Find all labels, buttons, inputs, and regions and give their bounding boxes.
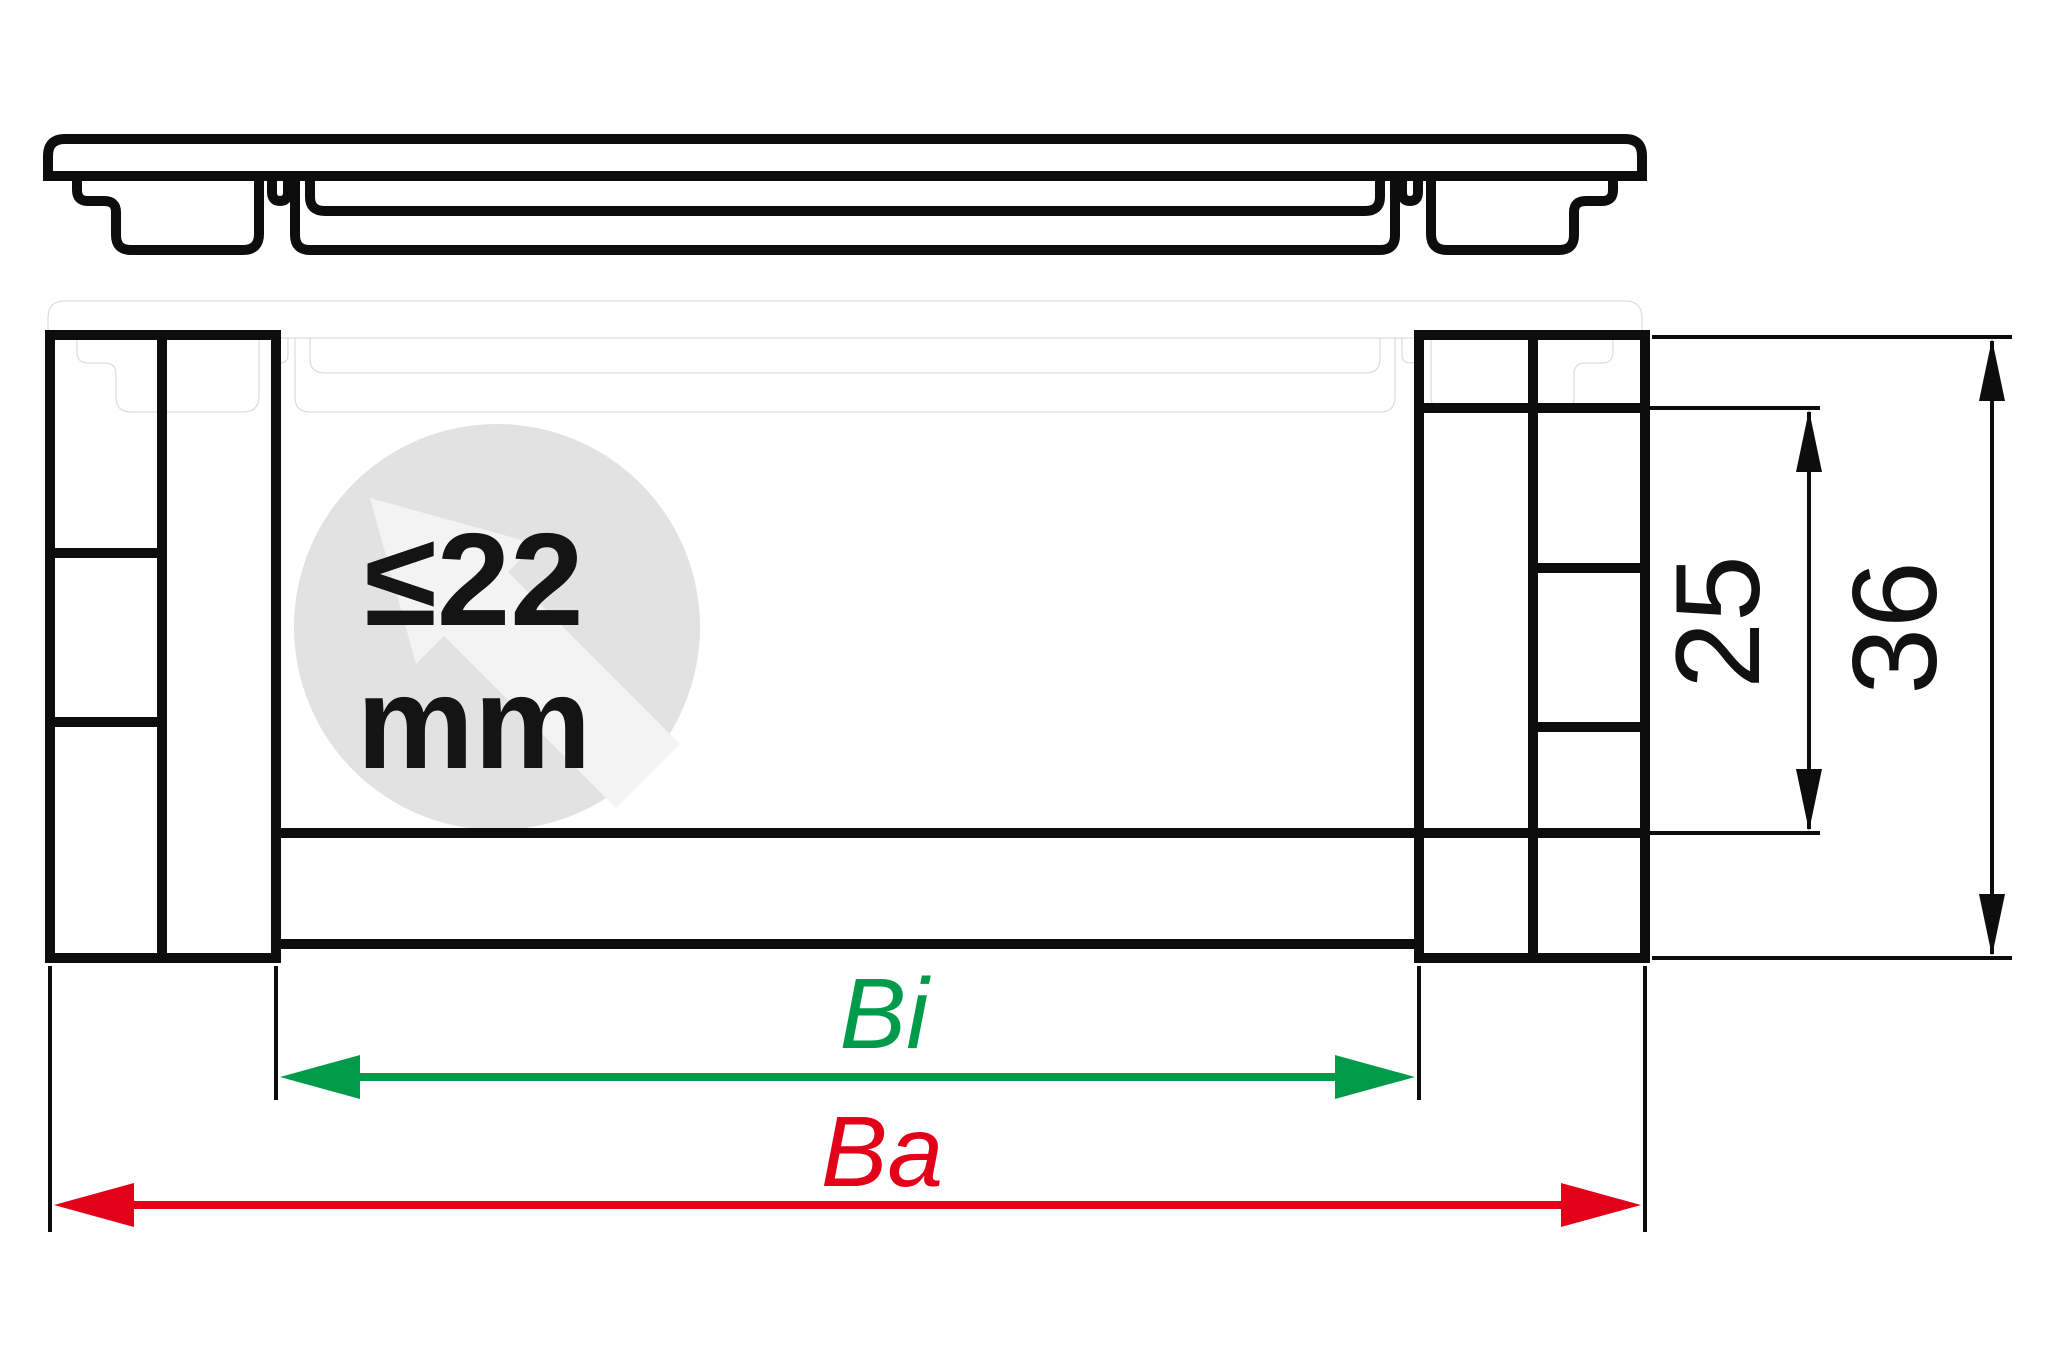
arrow-right-icon	[1335, 1055, 1415, 1099]
right-sidewall-outer-strip	[1528, 330, 1650, 963]
inner-height-value: 25	[1651, 555, 1785, 688]
dimension-outer-height: 36	[1652, 335, 2012, 960]
dimension-inner-height: 25	[1645, 406, 1822, 835]
insert-arrow-icon	[370, 498, 680, 808]
badge-max-diameter-value: ≤22	[364, 506, 583, 653]
max-cable-diameter-badge: ≤22 mm	[294, 424, 700, 830]
outer-height-value: 36	[1828, 561, 1962, 694]
inner-width-label: Bi	[840, 958, 932, 1070]
left-sidewall-inner-strip	[157, 330, 281, 963]
arrow-up-icon	[1979, 339, 2005, 401]
arrow-up-icon	[1796, 410, 1822, 472]
badge-unit-label: mm	[357, 649, 592, 796]
arrow-down-icon	[1796, 769, 1822, 831]
cross-section	[45, 330, 1650, 963]
bottom-plate	[271, 828, 1424, 949]
right-sidewall-inner-strip	[1414, 330, 1538, 963]
dimension-outer-width: Ba	[48, 966, 1647, 1232]
outer-width-label: Ba	[821, 1096, 943, 1208]
arrow-down-icon	[1979, 894, 2005, 956]
left-sidewall-outer-strip	[45, 330, 167, 963]
dimension-inner-width: Bi	[274, 958, 1421, 1100]
arrow-left-icon	[280, 1055, 360, 1099]
arrow-left-icon	[54, 1183, 134, 1227]
arrow-right-icon	[1561, 1183, 1641, 1227]
lid-side-view	[48, 139, 1642, 250]
ghost-lid-profile	[47, 300, 1643, 413]
